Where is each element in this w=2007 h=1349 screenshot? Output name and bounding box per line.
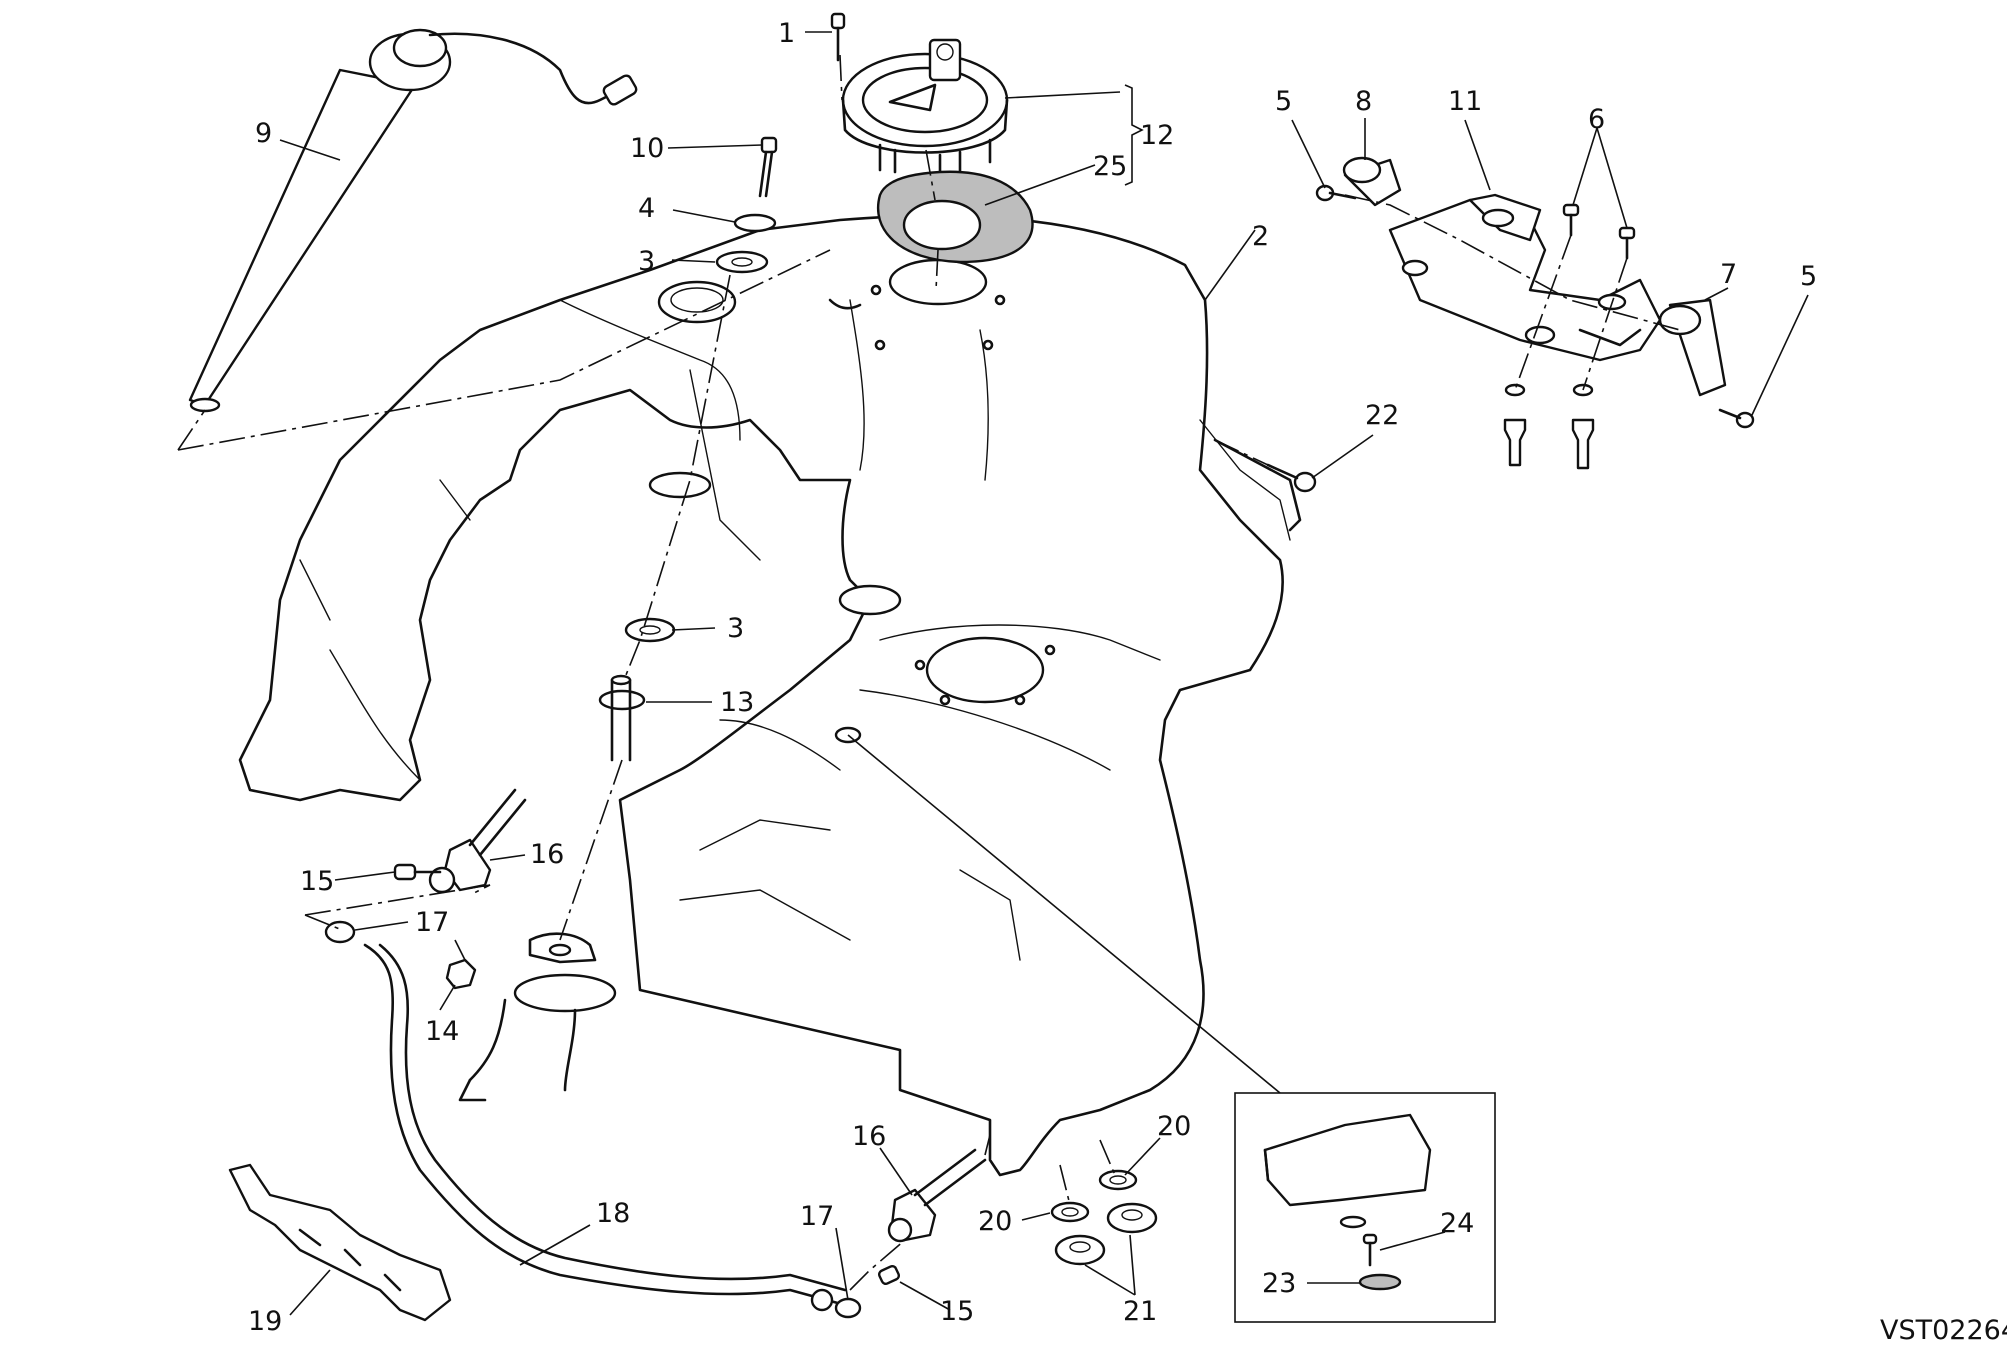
screw-5-left — [1315, 184, 1357, 202]
label-2: 2 — [1252, 221, 1269, 252]
label-5-left: 5 — [1275, 86, 1292, 117]
label-25: 25 — [1093, 151, 1127, 182]
hose-18 — [363, 943, 847, 1312]
grommet-3-lower — [624, 617, 676, 643]
label-4: 4 — [638, 193, 655, 224]
screw-22 — [1266, 463, 1317, 493]
washer-4 — [733, 213, 777, 233]
nut-14 — [445, 958, 477, 990]
label-11: 11 — [1448, 86, 1482, 117]
label-20-left: 20 — [978, 1206, 1012, 1237]
spacer-13 — [598, 674, 646, 762]
fuel-cap — [841, 38, 1009, 177]
vent-valve-16-right — [887, 1148, 987, 1243]
bracket-bolts — [1503, 383, 1595, 470]
label-3-lower: 3 — [727, 613, 744, 644]
drawing-code: VST02264 — [1880, 1315, 2007, 1346]
label-17-right: 17 — [800, 1201, 834, 1232]
clamp-17-left — [324, 920, 356, 944]
detail-inset — [1234, 1092, 1496, 1323]
plug-21-b — [1054, 1234, 1106, 1266]
washer-20-b — [1050, 1201, 1090, 1223]
label-1: 1 — [778, 18, 795, 49]
label-21: 21 — [1123, 1296, 1157, 1327]
bracket-assembly — [1388, 193, 1662, 362]
fuel-tank — [238, 214, 1302, 1177]
label-23: 23 — [1262, 1268, 1296, 1299]
screw-15-right — [878, 1264, 900, 1286]
screw-6-b — [1618, 226, 1636, 260]
label-5-right: 5 — [1800, 261, 1817, 292]
label-13: 13 — [720, 687, 754, 718]
label-24: 24 — [1440, 1208, 1474, 1239]
screw-6-a — [1562, 203, 1580, 237]
label-15-right: 15 — [940, 1296, 974, 1327]
grommet-3-top — [715, 250, 769, 274]
clamp-8 — [1342, 156, 1402, 207]
bolt-10 — [758, 136, 778, 198]
clamp-17-right — [834, 1297, 862, 1319]
label-22: 22 — [1365, 400, 1399, 431]
throttle-body — [458, 932, 617, 1102]
plug-21-a — [1106, 1202, 1158, 1234]
screw-1 — [830, 12, 846, 62]
label-19: 19 — [248, 1306, 282, 1337]
vent-valve-16-left — [428, 788, 527, 894]
clamp-7 — [1658, 298, 1727, 397]
label-14: 14 — [425, 1016, 459, 1047]
label-7: 7 — [1720, 259, 1737, 290]
label-16-left: 16 — [530, 839, 564, 870]
assembly-lines — [177, 54, 1681, 1291]
label-15-left: 15 — [300, 866, 334, 897]
label-12: 12 — [1140, 120, 1174, 151]
label-9: 9 — [255, 118, 272, 149]
label-3-top: 3 — [638, 246, 655, 277]
label-20-right: 20 — [1157, 1111, 1191, 1142]
label-18: 18 — [596, 1198, 630, 1229]
cable-guide-19 — [228, 1163, 452, 1322]
leader-lines — [279, 31, 1809, 1316]
fuel-cap-gasket — [877, 170, 1034, 264]
label-16-right: 16 — [852, 1121, 886, 1152]
part-labels: 1 12 25 9 10 4 3 2 5 8 11 6 7 5 22 3 13 … — [248, 18, 2007, 1346]
screw-5-right — [1718, 408, 1755, 429]
label-6: 6 — [1588, 104, 1605, 135]
washer-20-a — [1098, 1169, 1138, 1191]
label-17-left: 17 — [415, 907, 449, 938]
label-8: 8 — [1355, 86, 1372, 117]
fuel-level-sensor — [188, 28, 638, 413]
label-10: 10 — [630, 133, 664, 164]
